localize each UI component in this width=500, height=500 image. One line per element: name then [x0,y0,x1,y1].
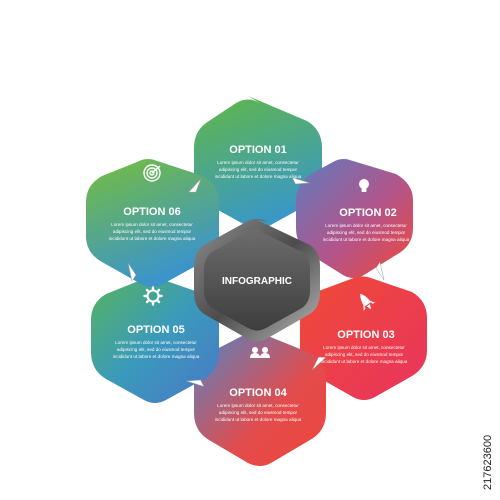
option-05-desc-line: adipiscing elit, sed do eiusmod tempor [117,347,196,352]
paper-plane-icon [188,178,202,193]
paper-plane-icon [375,261,385,281]
option-05: OPTION 05 Lorem ipsum dolor sit amet, co… [113,324,200,359]
paper-plane-icon [291,177,310,185]
option-03-title: OPTION 03 [337,329,394,341]
option-02: OPTION 02 Lorem ipsum dolor sit amet, co… [323,207,410,242]
option-06-title: OPTION 06 [123,206,180,218]
option-04-desc-line: Lorem ipsum dolor sit amet, consectetur [217,403,299,408]
option-03-desc-line: incididunt ut labore et dolore magna ali… [321,359,408,364]
option-04: OPTION 04 Lorem ipsum dolor sit amet, co… [215,387,302,422]
option-02-desc-line: adipiscing elit, sed do eiusmod tempor [327,230,406,235]
option-02-desc-line: Lorem ipsum dolor sit amet, consectetur [325,223,407,228]
paper-plane-icon [186,379,205,387]
paper-plane-icon [127,262,137,282]
option-02-hexagon [296,158,413,278]
target-icon [143,164,161,182]
option-05-desc-line: Lorem ipsum dolor sit amet, consectetur [115,340,197,345]
people-icon [250,347,270,358]
option-04-desc-line: incididunt ut labore et dolore magna ali… [215,417,302,422]
option-01-desc-line: incididunt ut labore et dolore magna ali… [215,174,302,179]
option-01-title: OPTION 01 [229,144,286,156]
lightbulb-icon [359,179,369,192]
option-01: OPTION 01 Lorem ipsum dolor sit amet, co… [215,144,302,179]
option-02-desc-line: incididunt ut labore et dolore magna ali… [323,237,410,242]
option-01-desc-line: Lorem ipsum dolor sit amet, consectetur [217,160,299,165]
option-05-desc-line: incididunt ut labore et dolore magna ali… [113,354,200,359]
option-06-desc-line: adipiscing elit, sed do eiusmod tempor [113,229,192,234]
option-01-desc-line: adipiscing elit, sed do eiusmod tempor [219,167,298,172]
option-06-desc-line: incididunt ut labore et dolore magna ali… [109,236,196,241]
gear-icon [143,286,163,306]
option-04-title: OPTION 04 [229,387,287,399]
option-03-desc-line: adipiscing elit, sed do eiusmod tempor [325,352,404,357]
option-05-title: OPTION 05 [127,324,184,336]
option-06: OPTION 06 Lorem ipsum dolor sit amet, co… [109,206,196,241]
option-06-desc-line: Lorem ipsum dolor sit amet, consectetur [111,222,193,227]
center-label: INFOGRAPHIC [222,276,292,287]
center-hexagon [204,229,310,331]
option-03-hexagon [300,275,427,400]
option-04-hexagon [194,330,326,466]
option-04-desc-line: adipiscing elit, sed do eiusmod tempor [219,410,298,415]
stock-id: 217623600 [482,435,494,490]
option-06-hexagon [86,158,219,287]
paper-plane-icon [311,356,327,371]
option-03-desc-line: Lorem ipsum dolor sit amet, consectetur [323,345,405,350]
rocket-icon [360,293,376,311]
option-02-title: OPTION 02 [339,207,396,219]
option-03: OPTION 03 Lorem ipsum dolor sit amet, co… [321,329,408,364]
option-01-hexagon [194,96,322,229]
option-hexagons: INFOGRAPHIC [86,96,427,466]
option-05-hexagon [91,276,219,403]
